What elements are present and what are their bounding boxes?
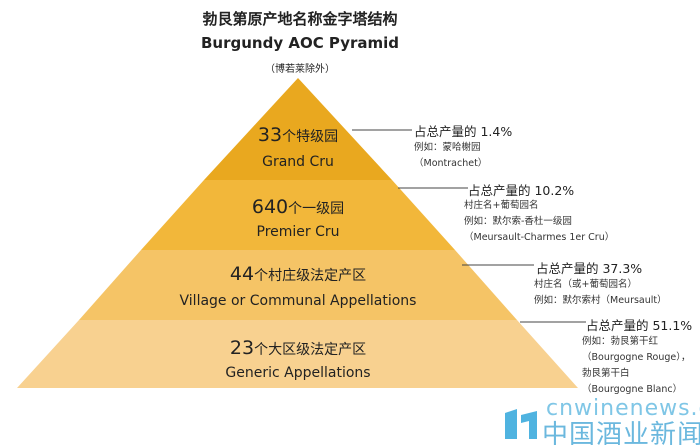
tier-1-label: Grand Cru (262, 154, 334, 170)
watermark-logo-icon (505, 409, 537, 439)
tier-premier-cru (141, 180, 455, 250)
tier-2-count: 640个一级园 (251, 196, 345, 218)
tier-grand-cru (204, 78, 392, 180)
share-3: 占总产量的 37.3% (536, 261, 643, 276)
title-en: Burgundy AOC Pyramid (200, 34, 400, 52)
notes-1: 例如：蒙哈榭园（Montrachet） (414, 142, 488, 169)
share-1: 占总产量的 1.4% (414, 124, 513, 139)
subtitle: （博若莱除外） (265, 64, 335, 75)
tier-generic (17, 320, 578, 388)
watermark-url: cnwinenews.com (546, 396, 700, 421)
tier-village (79, 250, 517, 320)
tier-3-label: Village or Communal Appellations (179, 293, 417, 309)
share-2: 占总产量的 10.2% (468, 183, 575, 198)
tier-3-count: 44个村庄级法定产区 (229, 263, 367, 285)
notes-4: 例如：勃艮第干红（Bourgogne Rouge），勃艮第干白（Bourgogn… (582, 336, 691, 395)
watermark-name: 中国酒业新闻网 (542, 420, 700, 445)
tier-2-label: Premier Cru (256, 224, 340, 240)
tier-1-count: 33个特级园 (257, 124, 339, 146)
notes-3: 村庄名（或+葡萄园名）例如：默尔索村（Meursault） (534, 279, 667, 306)
title-cn: 勃艮第原产地名称金字塔结构 (202, 10, 398, 28)
share-4: 占总产量的 51.1% (586, 318, 693, 333)
notes-2: 村庄名+葡萄园名例如：默尔索-香杜一级园（Meursault-Charmes 1… (464, 200, 615, 243)
tier-4-label: Generic Appellations (225, 365, 371, 381)
tier-4-count: 23个大区级法定产区 (229, 337, 367, 359)
